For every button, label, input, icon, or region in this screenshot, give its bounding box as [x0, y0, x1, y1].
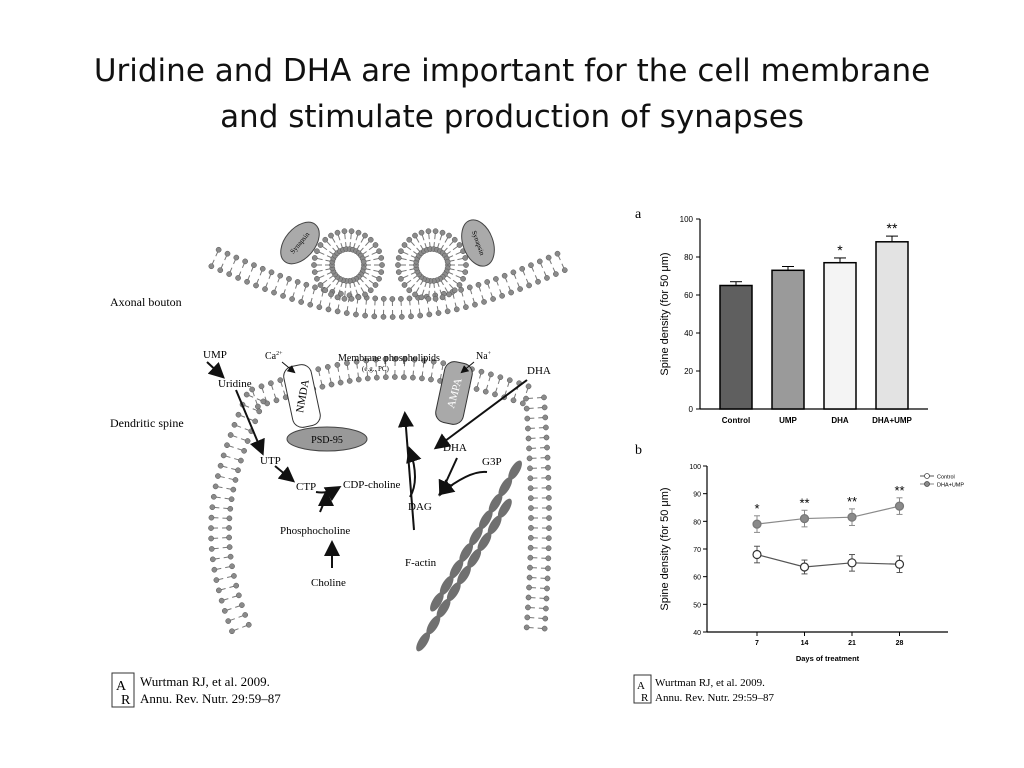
chart-b-y-axis-label: Spine density (for 50 μm) [659, 487, 671, 610]
chart-a-bar [823, 261, 857, 410]
chart-b-y-tick-label: 100 [689, 464, 701, 471]
chart-b-y-tick-label: 90 [693, 492, 701, 499]
chart-b-y-tick-label: 70 [693, 547, 701, 554]
chart-b-y-tick-label: 60 [693, 575, 701, 582]
title-line-1: Uridine and DHA are important for the ce… [93, 53, 931, 89]
synapsin-left: Synapsin [280, 221, 320, 265]
chart-b-significance: ** [799, 495, 809, 510]
chart-a-bar [875, 241, 909, 410]
chart-a-category-label: DHA [831, 416, 849, 425]
ion-arrows [281, 361, 475, 374]
annual-reviews-logo [633, 674, 652, 704]
ampa-receptor: AMPA [435, 361, 473, 425]
charts-citation-line-2: Annu. Rev. Nutr. 29:59–87 [655, 692, 775, 704]
citation-line-2: Annu. Rev. Nutr. 29:59–87 [140, 691, 281, 706]
chart-a-significance: * [837, 242, 843, 258]
chart-b-y-tick-label: 80 [693, 519, 701, 526]
pathway-arrows [206, 361, 528, 568]
f-actin-label: F-actin [405, 557, 437, 569]
sodium-label: Na+ [476, 351, 492, 362]
dha-inside-label: DHA [443, 442, 467, 454]
psd95-label: PSD-95 [311, 435, 343, 446]
panel-a-letter: a [635, 207, 642, 222]
chart-b-legend-label: Control [937, 475, 955, 481]
chart-b-legend-marker [924, 481, 930, 487]
utp-label: UTP [260, 455, 281, 467]
phosphocholine-label: Phosphocholine [280, 525, 350, 537]
calcium-label: Ca2+ [265, 351, 283, 362]
ump-label: UMP [203, 349, 227, 361]
svg-text:R: R [641, 692, 649, 704]
chart-b-x-axis-label: Days of treatment [796, 654, 860, 663]
dag-label: DAG [408, 501, 432, 513]
chart-b-point [752, 519, 762, 529]
chart-a-significance: ** [887, 220, 898, 236]
f-actin-filaments [416, 460, 522, 652]
chart-b-significance: ** [894, 483, 904, 498]
chart-b-x-tick-label: 28 [896, 640, 904, 647]
chart-b-series-line [756, 505, 900, 525]
chart-a-y-tick-label: 20 [684, 367, 693, 376]
charts-citation: A R Wurtman RJ, et al. 2009. Annu. Rev. … [633, 674, 775, 704]
chart-a-y-tick-label: 100 [680, 215, 694, 224]
chart-b-point [894, 501, 905, 511]
ctp-label: CTP [296, 481, 316, 493]
svg-text:A: A [116, 679, 127, 694]
nmda-label: NMDA [294, 379, 312, 414]
chart-b-x-tick-label: 7 [755, 640, 759, 647]
chart-a-y-axis-label: Spine density (for 50 μm) [659, 252, 671, 375]
chart-b-x-tick-label: 14 [801, 640, 809, 647]
chart-a-category-label: Control [722, 416, 750, 425]
chart-a-category-label: DHA+UMP [872, 416, 912, 425]
axonal-bouton-label: Axonal bouton [110, 295, 182, 309]
svg-text:A: A [637, 680, 645, 692]
chart-b-significance: ** [847, 494, 857, 509]
chart-a-bar [719, 284, 753, 410]
chart-b-legend-marker [924, 473, 930, 479]
synapsin-right: Synapsin [461, 219, 495, 267]
chart-a-y-tick-label: 80 [684, 253, 693, 262]
cdp-choline-label: CDP-choline [343, 479, 401, 491]
chart-a-y-tick-label: 40 [684, 329, 693, 338]
chart-b-series-line [756, 553, 900, 568]
slide-title: Uridine and DHA are important for the ce… [40, 48, 984, 140]
synapse-diagram: Synapsin Synapsin NMDA AMPA PSD-95 Axona… [110, 219, 568, 708]
chart-a-bar [771, 269, 805, 410]
chart-b-x-tick-label: 21 [848, 640, 856, 647]
chart-a-category-label: UMP [779, 416, 797, 425]
annual-reviews-logo [111, 672, 135, 708]
citation-line-1: Wurtman RJ, et al. 2009. [140, 674, 270, 689]
charts-citation-line-1: Wurtman RJ, et al. 2009. [655, 677, 765, 689]
dha-outside-label: DHA [527, 365, 551, 377]
nmda-receptor: NMDA [283, 364, 321, 428]
title-line-2: and stimulate production of synapses [220, 99, 804, 135]
chart-b-legend-label: DHA+UMP [937, 483, 964, 489]
chart-b-y-tick-label: 40 [693, 630, 701, 637]
choline-label: Choline [311, 577, 346, 589]
chart-b-y-tick-label: 50 [693, 602, 701, 609]
chart-b-point [799, 562, 810, 572]
chart-b-point [847, 512, 857, 522]
g3p-label: G3P [482, 456, 502, 468]
chart-b-point [752, 549, 762, 560]
chart-b-point [799, 513, 810, 524]
chart-a-y-tick-label: 0 [689, 405, 694, 414]
panel-b-letter: b [635, 443, 642, 458]
membrane-phospholipids-label: Membrane phospholipids [338, 353, 440, 364]
chart-b-point [894, 559, 905, 569]
lipid-bilayers [208, 228, 568, 635]
uridine-label: Uridine [218, 378, 252, 390]
chart-b-significance: * [754, 501, 759, 516]
dendritic-spine-label: Dendritic spine [110, 416, 184, 430]
membrane-phospholipids-eg: (e.g., PC) [362, 365, 390, 373]
chart-b-point [847, 558, 857, 568]
chart-a-y-tick-label: 60 [684, 291, 693, 300]
svg-text:R: R [121, 693, 131, 708]
psd95: PSD-95 [286, 426, 368, 452]
diagram-citation: A R Wurtman RJ, et al. 2009. Annu. Rev. … [111, 672, 281, 708]
